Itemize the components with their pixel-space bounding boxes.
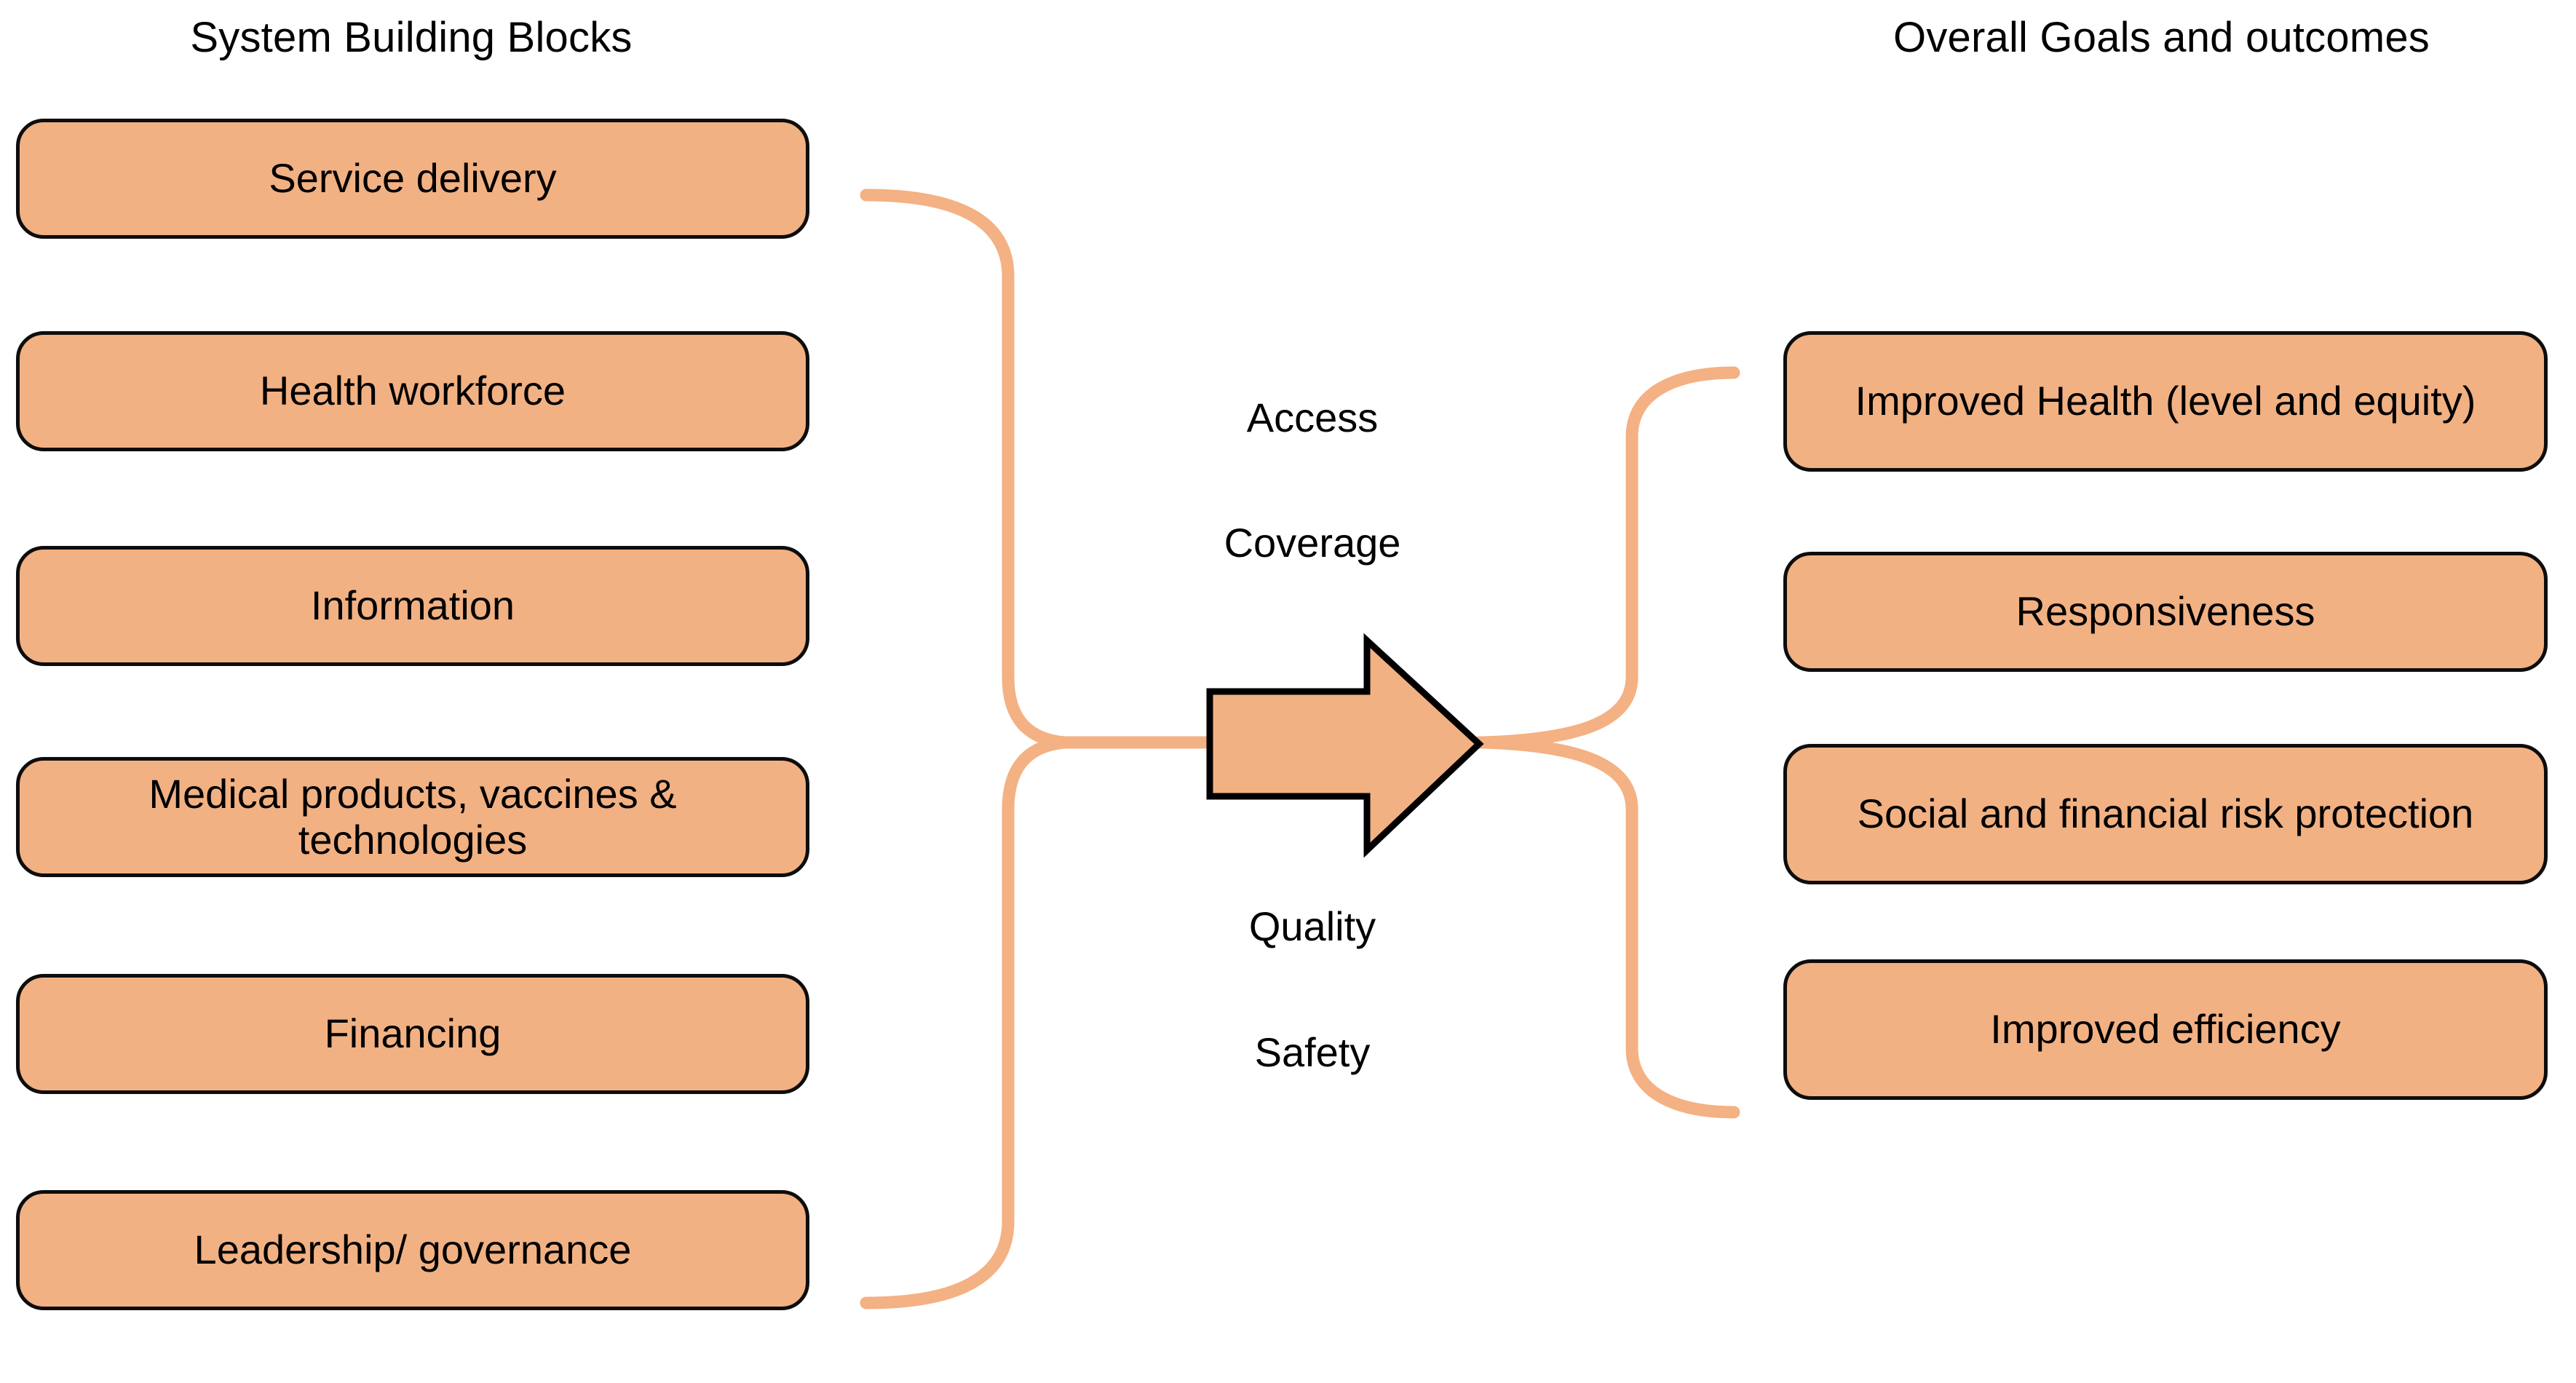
left-brace-icon — [860, 189, 1216, 1309]
building-block-label: Leadership/ governance — [194, 1227, 632, 1273]
building-block-service-delivery[interactable]: Service delivery — [16, 119, 809, 239]
goal-label: Responsiveness — [2016, 588, 2315, 635]
qualifier-safety: Safety — [1254, 1029, 1371, 1075]
building-block-information[interactable]: Information — [16, 546, 809, 666]
building-block-financing[interactable]: Financing — [16, 974, 809, 1094]
building-block-label: Information — [310, 582, 515, 629]
goal-responsiveness[interactable]: Responsiveness — [1783, 552, 2548, 672]
flow-arrow-icon — [1206, 633, 1484, 858]
goal-label: Social and financial risk protection — [1857, 790, 2474, 837]
goal-improved-efficiency[interactable]: Improved efficiency — [1783, 959, 2548, 1100]
goal-improved-health[interactable]: Improved Health (level and equity) — [1783, 331, 2548, 472]
building-block-label: Health workforce — [259, 368, 566, 414]
building-block-leadership-governance[interactable]: Leadership/ governance — [16, 1190, 809, 1310]
building-block-medical-products[interactable]: Medical products, vaccines & technologie… — [16, 757, 809, 877]
qualifier-quality: Quality — [1248, 903, 1376, 949]
building-block-label: Medical products, vaccines & technologie… — [148, 770, 677, 863]
left-column-heading: System Building Blocks — [190, 14, 633, 61]
building-block-label: Service delivery — [269, 155, 557, 202]
goal-label: Improved Health (level and equity) — [1855, 378, 2476, 424]
right-brace-icon — [1473, 366, 1740, 1119]
building-block-label: Financing — [324, 1010, 502, 1057]
goal-social-financial-risk-protection[interactable]: Social and financial risk protection — [1783, 744, 2548, 884]
building-block-health-workforce[interactable]: Health workforce — [16, 331, 809, 451]
right-column-heading: Overall Goals and outcomes — [1893, 14, 2430, 61]
qualifier-coverage: Coverage — [1224, 520, 1401, 566]
qualifier-access: Access — [1246, 395, 1379, 440]
goal-label: Improved efficiency — [1990, 1006, 2341, 1053]
